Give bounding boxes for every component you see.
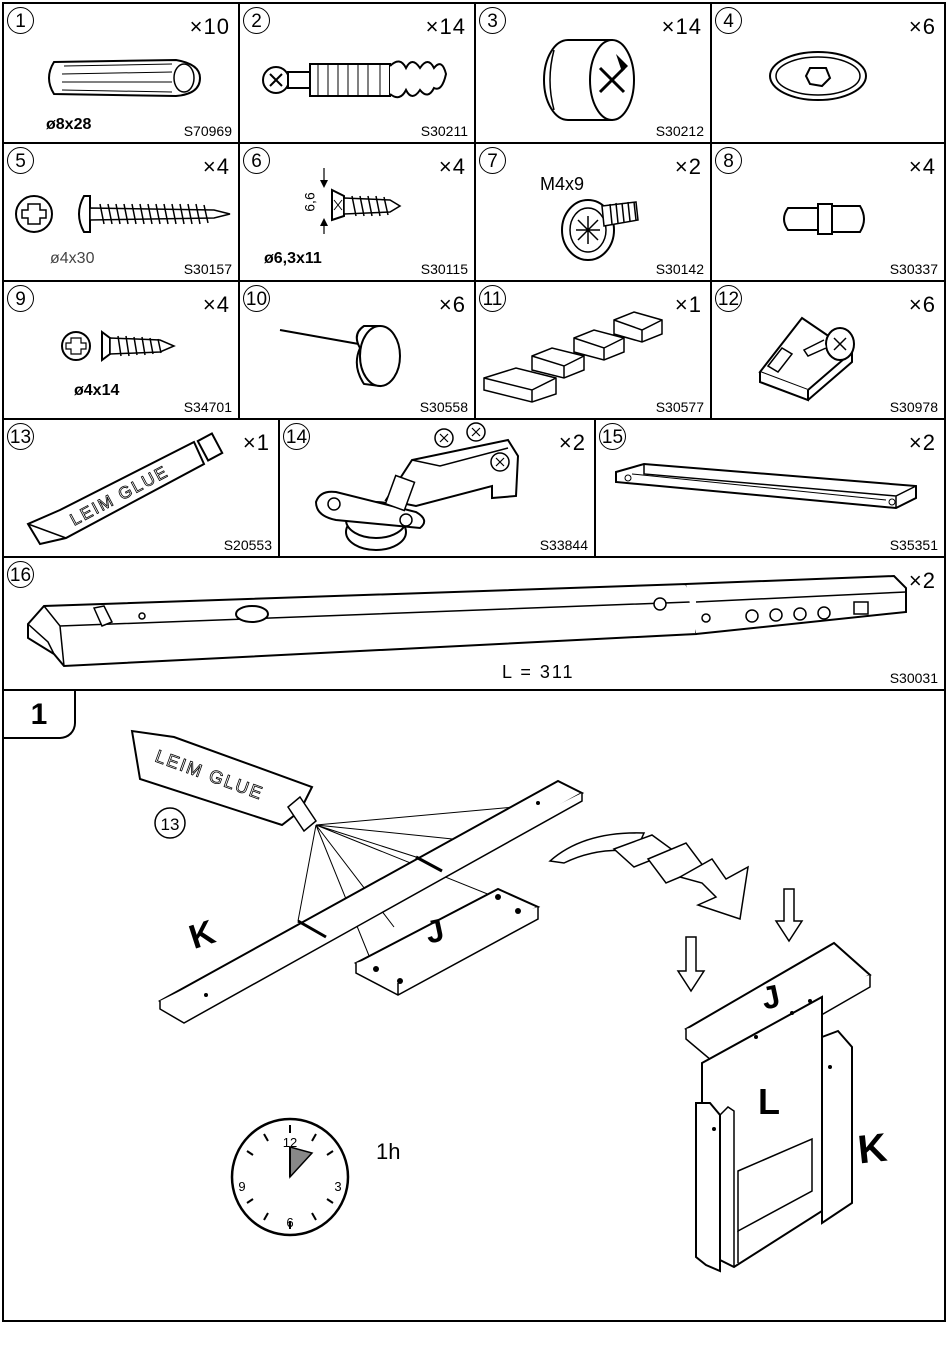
part-code: S30212 (656, 123, 704, 139)
clock-label-6: 6 (286, 1215, 293, 1230)
part-cell-14: 14 ×2 S33844 (280, 420, 596, 558)
part-code: S30157 (184, 261, 232, 277)
part-cell-8: 8 ×4 S30337 (712, 144, 944, 282)
part-cell-10: 10 ×6 S30558 (240, 282, 476, 420)
assembly-instruction-sheet: 1 ×10 ø8x28 S70969 2 ×14 S30211 3 ×14 (2, 2, 946, 1322)
part-code: S30337 (890, 261, 938, 277)
slide-length: L = 311 (502, 662, 575, 683)
duration-label: 1h (376, 1139, 400, 1165)
panel-label-k-assembled: K (856, 1126, 889, 1174)
part-cell-3: 3 ×14 S30212 (476, 4, 712, 144)
part-cell-6: 6 ×4 6,6 ø6,3x11 S30115 (240, 144, 476, 282)
rotate-arrow-icon (550, 833, 748, 919)
part-dimension: ø4x30 (50, 250, 94, 268)
part-code: S30115 (421, 261, 468, 277)
clock-label-12: 12 (283, 1135, 297, 1150)
part-cell-9: 9 ×4 ø4x14 S34701 (4, 282, 240, 420)
part-cell-12: 12 ×6 S30978 (712, 282, 944, 420)
part-dimension: ø4x14 (74, 382, 119, 400)
drawer-slide-icon (4, 558, 944, 691)
step-illustration: LEIM GLUE 13 (4, 691, 944, 1320)
part-code: S20553 (224, 537, 272, 553)
wire-ring-icon (712, 4, 944, 144)
part-cell-5: 5 ×4 ø4x30 S30157 (4, 144, 240, 282)
part-code: S34701 (184, 399, 232, 415)
part-code: S70969 (184, 123, 232, 139)
part-code: S35351 (890, 537, 938, 553)
clock-label-9: 9 (238, 1179, 245, 1194)
part-cell-2: 2 ×14 S30211 (240, 4, 476, 144)
panel-label-l: L (758, 1081, 780, 1123)
part-cell-7: 7 ×2 M4x9 S30142 (476, 144, 712, 282)
assembly-step-1: 1 LEIM GLUE 13 (4, 691, 944, 1320)
part-code: S30211 (421, 123, 468, 139)
part-cell-13: 13 ×1 LEIM GLUE S20553 (4, 420, 280, 558)
clock-icon: 12 3 6 9 (232, 1119, 348, 1235)
part-cell-11: 11 ×1 S30577 (476, 282, 712, 420)
part-cell-15: 15 ×2 S35351 (596, 420, 944, 558)
part-cell-4: 4 ×6 (712, 4, 944, 144)
clock-label-3: 3 (334, 1179, 341, 1194)
part-cell-1: 1 ×10 ø8x28 S70969 (4, 4, 240, 144)
part-head-dimension: 6,6 (302, 192, 318, 211)
part-dimension: ø6,3x11 (264, 250, 322, 268)
part-code: S30142 (656, 261, 704, 277)
part-code: S33844 (540, 537, 588, 553)
glue-tube-label: LEIM GLUE (67, 462, 172, 530)
part-code: S30558 (420, 399, 468, 415)
part-dimension: ø8x28 (46, 116, 91, 134)
part-code: S30031 (890, 670, 938, 686)
part-cell-16: 16 ×2 L = 311 S30031 (4, 558, 944, 691)
part-reference-number: 13 (161, 815, 180, 834)
part-code: S30577 (656, 399, 704, 415)
part-code: S30978 (890, 399, 938, 415)
